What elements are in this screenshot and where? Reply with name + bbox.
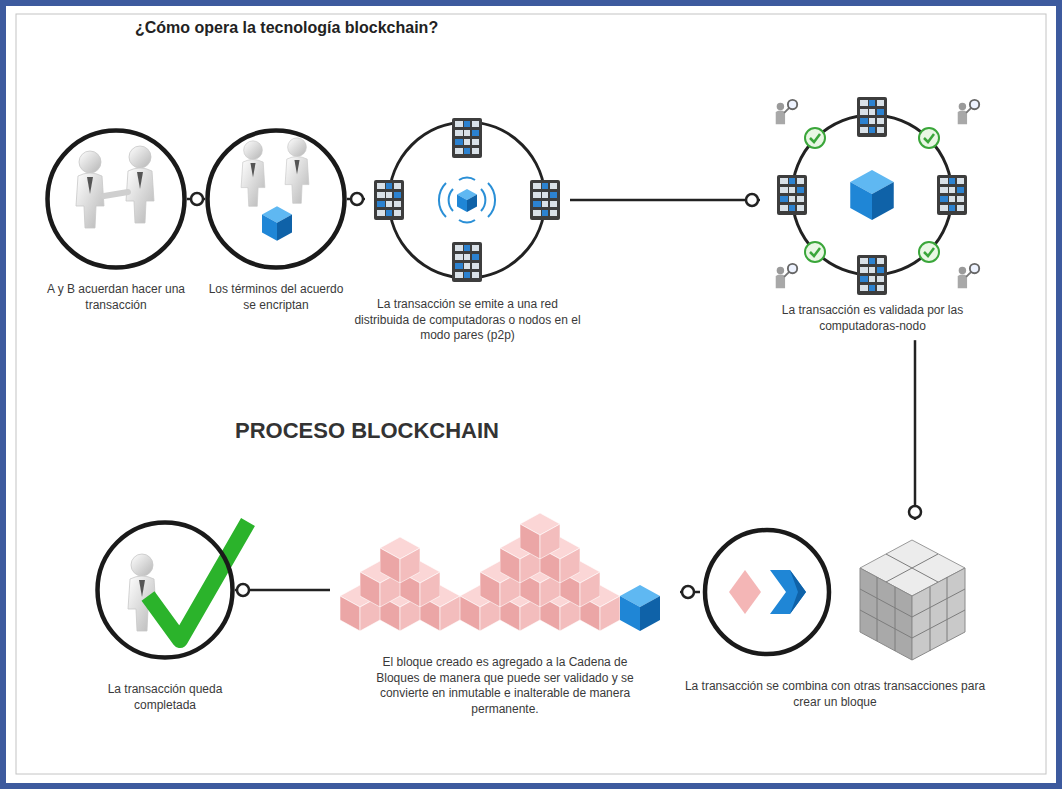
step-caption: Los términos del acuerdo se encriptan xyxy=(206,282,346,313)
block-cube xyxy=(262,206,292,241)
inspector-icon xyxy=(776,264,797,288)
inspector-icon xyxy=(958,264,979,288)
connector-ring xyxy=(909,506,921,518)
step-circle: Los términos del acuerdo se encriptan xyxy=(205,128,347,270)
inspector-icon xyxy=(776,100,797,124)
server-icon xyxy=(452,118,482,158)
check-icon xyxy=(805,128,825,148)
encrypt-figure xyxy=(241,138,309,241)
connector-line xyxy=(570,199,760,202)
step-caption: La transacción se combina con otras tran… xyxy=(670,679,1000,710)
server-icon xyxy=(777,175,807,215)
block-cube xyxy=(850,170,893,220)
circle-outline xyxy=(48,131,185,268)
person-icon xyxy=(76,151,104,228)
connector xyxy=(570,194,760,206)
step-caption: A y B acuerdan hacer una transacción xyxy=(46,282,186,313)
person-icon xyxy=(285,138,309,203)
block-chain-figure xyxy=(340,513,660,631)
blue-chevron-shade xyxy=(790,570,806,614)
person-icon xyxy=(126,146,154,223)
check-icon xyxy=(805,242,825,262)
connector-ring xyxy=(746,194,758,206)
inspector-icon xyxy=(958,100,979,124)
step-caption: La transacción es validada por las compu… xyxy=(780,303,965,334)
server-icon xyxy=(374,180,404,220)
server-icon xyxy=(857,97,887,137)
network-figure xyxy=(374,118,560,282)
step-circle: A y B acuerdan hacer una transacción xyxy=(45,128,187,270)
validation-figure xyxy=(776,97,979,295)
handshake-figure xyxy=(76,146,154,228)
network-ring xyxy=(792,115,952,275)
step-circle: La transacción queda completada xyxy=(95,520,235,660)
block-cube xyxy=(620,585,660,631)
circle-outline xyxy=(208,131,345,268)
person-icon xyxy=(241,141,265,206)
person-icon xyxy=(128,554,156,631)
connector xyxy=(909,340,921,520)
connector xyxy=(187,193,205,205)
step-ring xyxy=(705,530,829,654)
broadcast-waves xyxy=(439,177,495,222)
step-figure: El bloque creado es agregado a la Cadena… xyxy=(330,500,680,645)
circle-outline xyxy=(45,128,187,270)
step-figure: La transacción se emite a una red distri… xyxy=(365,115,570,285)
connector xyxy=(680,586,700,598)
step-caption: La transacción queda completada xyxy=(90,682,240,713)
connector xyxy=(347,193,365,205)
handshake xyxy=(104,192,128,196)
circle-outline xyxy=(98,523,233,658)
blue-chevron xyxy=(770,570,806,614)
diagram-title: ¿Cómo opera la tecnología blockchain? xyxy=(135,19,438,37)
connector-ring xyxy=(351,193,363,205)
check-icon xyxy=(919,128,939,148)
step-figure: La transacción es validada por las compu… xyxy=(760,95,985,295)
connector-line xyxy=(914,340,917,520)
circle-outline xyxy=(95,520,235,660)
section-heading: PROCESO BLOCKCHAIN xyxy=(235,418,499,444)
server-icon xyxy=(530,180,560,220)
pink-shape xyxy=(729,570,761,614)
connector-ring xyxy=(237,584,249,596)
connector xyxy=(235,584,330,596)
combine-figure xyxy=(705,530,965,660)
frame xyxy=(3,3,1059,786)
check-icon xyxy=(919,242,939,262)
connector-ring xyxy=(682,586,694,598)
step-figure: La transacción se combina con otras tran… xyxy=(700,520,970,665)
connector-ring xyxy=(191,193,203,205)
circle-outline xyxy=(205,128,347,270)
step-caption: El bloque creado es agregado a la Cadena… xyxy=(360,655,650,717)
inner-frame xyxy=(16,14,1046,774)
server-icon xyxy=(857,255,887,295)
step-caption: La transacción se emite a una red distri… xyxy=(353,297,583,344)
block-cube xyxy=(457,189,477,212)
silver-cube xyxy=(860,540,965,660)
server-icon xyxy=(452,242,482,282)
pink-cube xyxy=(520,513,560,559)
server-icon xyxy=(937,175,967,215)
pink-cube xyxy=(380,537,420,583)
